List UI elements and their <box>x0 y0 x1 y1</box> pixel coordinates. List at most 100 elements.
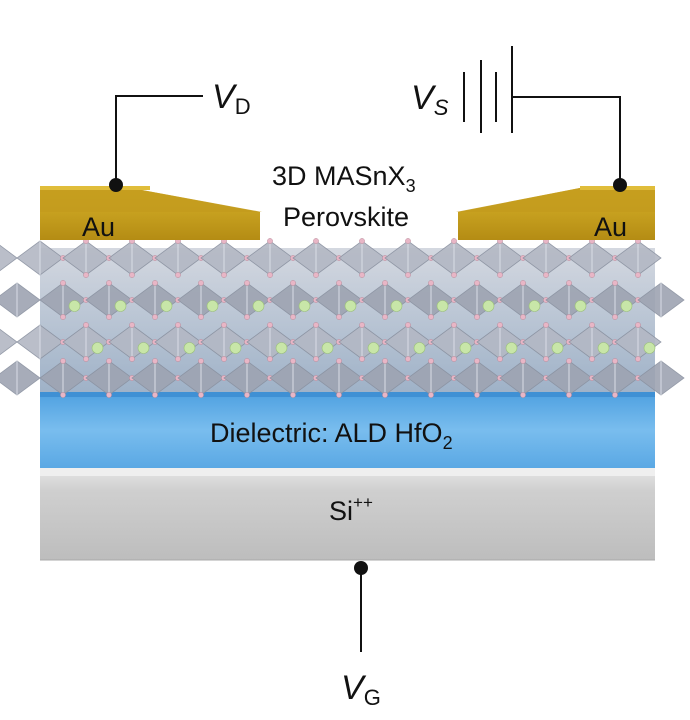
halide-atom <box>313 356 319 362</box>
octahedron <box>0 282 41 318</box>
halide-atom <box>612 358 618 364</box>
drain-voltage-label: VD <box>212 78 251 119</box>
halide-atom <box>635 272 641 278</box>
gold-electrode-right <box>456 186 655 240</box>
halide-atom <box>382 392 388 398</box>
cation-atom <box>574 300 587 312</box>
halide-atom <box>290 314 296 320</box>
halide-atom <box>267 272 273 278</box>
cation-atom <box>597 342 610 354</box>
halide-atom <box>497 272 503 278</box>
halide-atom <box>290 280 296 286</box>
octahedron <box>0 328 18 356</box>
drain-contact-dot <box>109 178 123 192</box>
halide-atom <box>543 322 549 328</box>
halide-atom <box>451 238 457 244</box>
halide-atom <box>152 358 158 364</box>
halide-atom <box>267 356 273 362</box>
halide-atom <box>106 392 112 398</box>
halide-atom <box>497 322 503 328</box>
cation-atom <box>482 300 495 312</box>
halide-atom <box>428 358 434 364</box>
halide-atom <box>359 272 365 278</box>
halide-atom <box>451 356 457 362</box>
halide-atom <box>290 392 296 398</box>
source-voltage-label: VS <box>411 79 449 120</box>
halide-atom <box>129 356 135 362</box>
cation-atom <box>114 300 127 312</box>
halide-atom <box>244 280 250 286</box>
halide-atom <box>267 322 273 328</box>
halide-atom <box>60 280 66 286</box>
halide-atom <box>612 392 618 398</box>
halide-atom <box>612 314 618 320</box>
halide-atom <box>336 358 342 364</box>
battery-icon <box>463 46 513 133</box>
halide-atom <box>589 272 595 278</box>
cation-atom <box>344 300 357 312</box>
halide-atom <box>382 358 388 364</box>
halide-atom <box>175 322 181 328</box>
material-label-line1: 3D MASnX3 <box>272 161 416 196</box>
cation-atom <box>137 342 150 354</box>
dielectric-label: Dielectric: ALD HfO2 <box>210 418 453 453</box>
halide-atom <box>129 322 135 328</box>
cation-atom <box>459 342 472 354</box>
halide-atom <box>60 392 66 398</box>
halide-atom <box>566 314 572 320</box>
halide-atom <box>635 356 641 362</box>
cation-atom <box>390 300 403 312</box>
gold-electrode-left <box>40 186 262 240</box>
halide-atom <box>313 272 319 278</box>
silicon-substrate <box>40 468 655 561</box>
source-wire <box>513 96 621 186</box>
dielectric-layer <box>40 392 655 468</box>
halide-atom <box>290 358 296 364</box>
halide-atom <box>520 280 526 286</box>
cation-atom <box>367 342 380 354</box>
halide-atom <box>198 280 204 286</box>
halide-atom <box>566 358 572 364</box>
gate-voltage-label: VG <box>341 669 381 710</box>
halide-atom <box>474 314 480 320</box>
halide-atom <box>520 392 526 398</box>
halide-atom <box>198 392 204 398</box>
halide-atom <box>428 392 434 398</box>
halide-atom <box>543 272 549 278</box>
halide-atom <box>198 314 204 320</box>
halide-atom <box>359 322 365 328</box>
halide-atom <box>359 238 365 244</box>
halide-atom <box>635 322 641 328</box>
cation-atom <box>413 342 426 354</box>
halide-atom <box>520 358 526 364</box>
octahedron <box>0 244 18 272</box>
halide-atom <box>313 322 319 328</box>
halide-atom <box>359 356 365 362</box>
halide-atom <box>543 356 549 362</box>
substrate-label: Si++ <box>329 493 373 526</box>
halide-atom <box>221 356 227 362</box>
halide-atom <box>152 280 158 286</box>
halide-atom <box>106 358 112 364</box>
halide-atom <box>382 280 388 286</box>
halide-atom <box>267 238 273 244</box>
cation-atom <box>68 300 81 312</box>
cation-atom <box>505 342 518 354</box>
halide-atom <box>152 314 158 320</box>
perovskite-layer <box>0 238 685 398</box>
halide-atom <box>405 272 411 278</box>
halide-atom <box>474 280 480 286</box>
cation-atom <box>183 342 196 354</box>
halide-atom <box>451 322 457 328</box>
halide-atom <box>129 272 135 278</box>
halide-atom <box>474 392 480 398</box>
cation-atom <box>321 342 334 354</box>
halide-atom <box>221 272 227 278</box>
octahedron <box>0 360 41 396</box>
halide-atom <box>60 358 66 364</box>
halide-atom <box>106 314 112 320</box>
cation-atom <box>160 300 173 312</box>
halide-atom <box>336 314 342 320</box>
cation-atom <box>91 342 104 354</box>
